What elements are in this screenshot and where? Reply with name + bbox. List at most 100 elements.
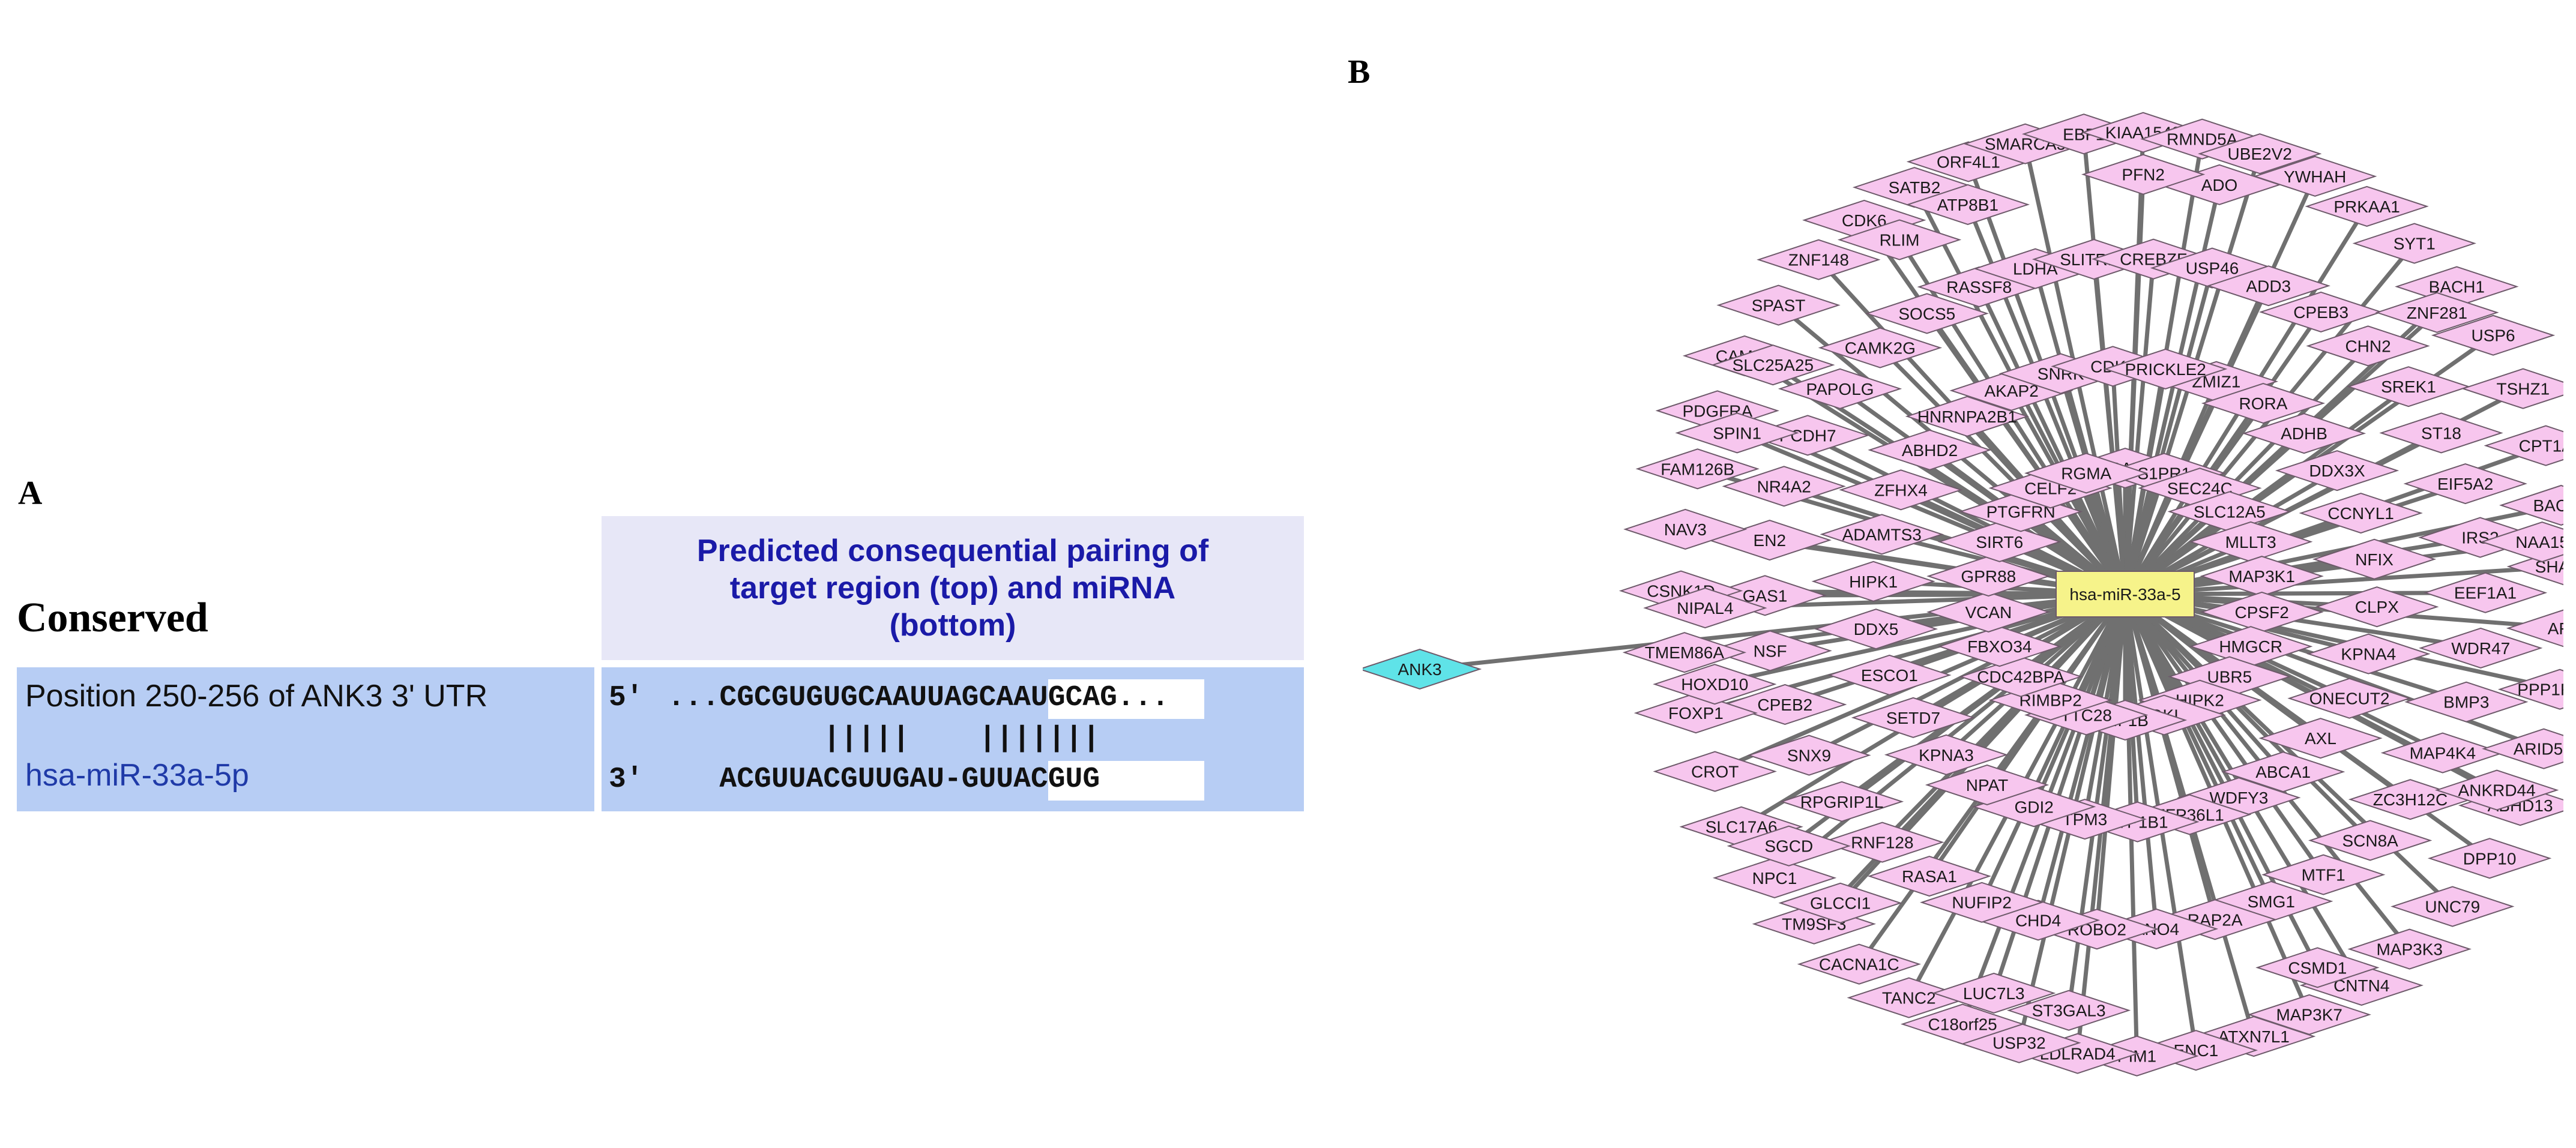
gene-node-st18: ST18 bbox=[2379, 412, 2503, 454]
gene-node-label: UBE2V2 bbox=[2228, 145, 2292, 163]
table-header-text: Predicted consequential pairing of targe… bbox=[696, 533, 1209, 643]
gene-node-label: RORA bbox=[2239, 394, 2288, 413]
gene-node-label: CPSF2 bbox=[2235, 603, 2289, 622]
gene-node-label: YWHAH bbox=[2284, 167, 2346, 186]
gene-node-label: DPP10 bbox=[2463, 849, 2517, 868]
gene-node-syt1: SYT1 bbox=[2352, 223, 2476, 264]
panel-b-letter: B bbox=[1348, 53, 1371, 91]
gene-node-label: ESCO1 bbox=[1861, 666, 1918, 685]
gene-node-label: RLIM bbox=[1880, 231, 1920, 250]
gene-node-shape bbox=[2221, 751, 2345, 793]
gene-node-clpx: CLPX bbox=[2315, 586, 2439, 628]
gene-node-shape bbox=[1937, 521, 2062, 562]
gene-node-label: HIPK1 bbox=[1849, 572, 1898, 591]
hub-node-shape bbox=[2056, 571, 2195, 618]
gene-node-label: MAP3K3 bbox=[2376, 940, 2443, 959]
gene-node-shape bbox=[2024, 452, 2149, 494]
gene-node-spin1: SPIN1 bbox=[1675, 412, 1799, 454]
gene-node-tmem86a: TMEM86A bbox=[1622, 632, 1747, 673]
gene-node-hipk1: HIPK1 bbox=[1811, 560, 1935, 602]
gene-node-shape bbox=[2258, 718, 2383, 759]
gene-node-label: SETD7 bbox=[1886, 709, 1940, 727]
gene-node-shape bbox=[1937, 626, 2062, 667]
gene-node-label: MLLT3 bbox=[2225, 533, 2276, 551]
edge-chn2 bbox=[2123, 344, 2370, 596]
gene-node-rgma: RGMA bbox=[2024, 452, 2149, 494]
gene-node-shape bbox=[1363, 648, 1482, 690]
gene-node-shape bbox=[1905, 395, 2030, 437]
hub-node-label: hsa-miR-33a-5 bbox=[2069, 585, 2180, 604]
gene-node-label: SIRT6 bbox=[1976, 533, 2023, 551]
gene-node-label: SPAST bbox=[1752, 296, 1806, 315]
gene-node-shape bbox=[2242, 413, 2366, 454]
gene-node-label: RGMA bbox=[2061, 464, 2111, 483]
gene-node-shape bbox=[1814, 609, 1938, 650]
gene-node-nfix: NFIX bbox=[2312, 538, 2437, 580]
gene-node-label: SREK1 bbox=[2381, 377, 2436, 396]
gene-node-hoxd10: HOXD10 bbox=[1653, 664, 1777, 705]
gene-node-shape bbox=[1925, 764, 2050, 806]
gene-node-shape bbox=[2206, 265, 2330, 307]
gene-node-label: MAP3K1 bbox=[2228, 567, 2295, 586]
gene-node-shape bbox=[2308, 820, 2433, 861]
gene-node-label: CROT bbox=[1691, 763, 1739, 781]
gene-node-label: KPNA4 bbox=[2341, 645, 2396, 664]
gene-node-shape bbox=[1820, 822, 1944, 863]
gene-node-label: AKAP2 bbox=[1984, 382, 2038, 400]
gene-node-shape bbox=[2315, 586, 2439, 628]
gene-node-setd7: SETD7 bbox=[1851, 697, 1976, 738]
gene-node-shape bbox=[1711, 344, 1835, 386]
gene-node-shape bbox=[2275, 450, 2400, 491]
gene-node-mtf1: MTF1 bbox=[2261, 854, 2386, 895]
gene-node-label: CLPX bbox=[2355, 598, 2399, 616]
gene-node-dpp10: DPP10 bbox=[2427, 838, 2552, 879]
gene-node-shape bbox=[2287, 678, 2412, 719]
gene-node-rnf128: RNF128 bbox=[1820, 822, 1944, 863]
gene-node-unc79: UNC79 bbox=[2390, 886, 2515, 927]
edge-unc79 bbox=[2123, 592, 2454, 909]
gene-node-nsf: NSF bbox=[1708, 630, 1832, 672]
gene-node-shape bbox=[1747, 735, 1871, 776]
gene-node-sirt6: SIRT6 bbox=[1937, 521, 2062, 562]
gene-node-znf281: ZNF281 bbox=[2375, 292, 2499, 333]
gene-node-shape bbox=[1778, 368, 1902, 409]
gene-node-shape bbox=[2499, 484, 2563, 526]
gene-node-shape bbox=[1932, 972, 2056, 1014]
gene-node-atp8b1: ATP8B1 bbox=[1905, 184, 2030, 225]
gene-node-nr4a2: NR4A2 bbox=[1722, 466, 1846, 507]
edge-arid5b bbox=[2124, 592, 2545, 751]
gene-node-shape bbox=[1712, 857, 1837, 898]
gene-node-shape bbox=[2427, 838, 2552, 879]
gene-node-shape bbox=[2423, 572, 2548, 613]
gene-node-glcci1: GLCCI1 bbox=[1778, 882, 1902, 924]
gene-node-shape bbox=[1727, 825, 1851, 867]
gene-node-pfn2: PFN2 bbox=[2081, 154, 2206, 195]
gene-node-label: CACNA1C bbox=[1819, 955, 1899, 974]
gene-node-label: NPC1 bbox=[1752, 869, 1797, 888]
gene-node-spast: SPAST bbox=[1716, 284, 1841, 326]
gene-node-label: MTF1 bbox=[2302, 866, 2345, 885]
gene-node-label: KPNA3 bbox=[1919, 746, 1974, 765]
gene-node-shape bbox=[2200, 556, 2324, 597]
gene-node-label: CAMK2G bbox=[1845, 339, 1916, 358]
gene-node-map4k4: MAP4K4 bbox=[2380, 732, 2505, 774]
gene-node-label: SLC25A25 bbox=[1733, 356, 1814, 374]
gene-node-label: PRICKLE2 bbox=[2125, 360, 2206, 379]
gene-node-shape bbox=[1778, 882, 1902, 924]
mirna-name-link[interactable]: hsa-miR-33a-5p bbox=[25, 758, 249, 793]
gene-node-shape bbox=[1818, 327, 1943, 368]
gene-node-znf148: ZNF148 bbox=[1757, 239, 1881, 280]
gene-node-shape bbox=[1884, 734, 2009, 775]
gene-node-label: MAP4K4 bbox=[2410, 744, 2476, 763]
gene-node-label: ST18 bbox=[2421, 424, 2461, 442]
edge-cpeb3 bbox=[2123, 310, 2323, 595]
edge-ldha bbox=[2033, 268, 2128, 595]
gene-node-shape bbox=[2167, 491, 2292, 532]
gene-node-shape bbox=[1920, 882, 2044, 923]
gene-node-csmd1: CSMD1 bbox=[2255, 947, 2380, 988]
gene-node-shape bbox=[1905, 184, 2030, 225]
gene-node-shape bbox=[1675, 412, 1799, 454]
gene-node-shape bbox=[2484, 425, 2563, 466]
gene-node-label: CPEB2 bbox=[1757, 696, 1812, 714]
gene-node-shape bbox=[1653, 751, 1777, 792]
